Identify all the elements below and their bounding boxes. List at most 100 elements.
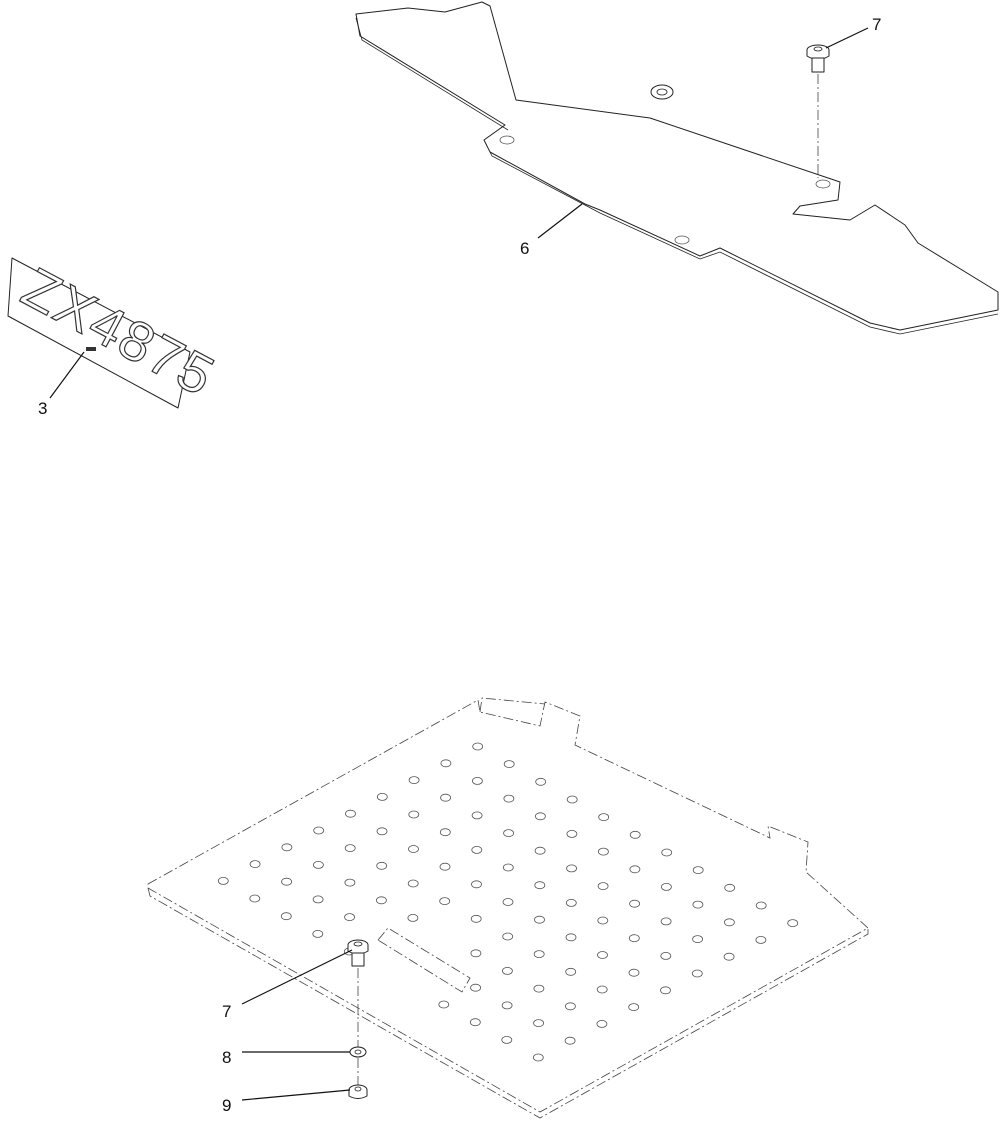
- floor-hole: [312, 895, 324, 904]
- floor-hole: [660, 986, 671, 995]
- callout-3: 3: [38, 399, 47, 418]
- leader-9: [241, 1089, 351, 1101]
- floor-hole: [470, 983, 482, 992]
- leader-3: [49, 351, 85, 399]
- floor-hole: [281, 877, 293, 886]
- floor-hole: [534, 881, 546, 890]
- floor-hole: [755, 901, 767, 910]
- floor-hole: [660, 952, 672, 960]
- floor-hole: [439, 897, 451, 905]
- floor-hole: [344, 913, 356, 921]
- floor-hole: [440, 793, 452, 802]
- floor-hole: [629, 865, 641, 874]
- floor-hole: [439, 862, 451, 871]
- callout-9: 9: [222, 1096, 231, 1115]
- floor-hole: [534, 915, 545, 924]
- floor-hole: [502, 898, 514, 906]
- grommet: [650, 84, 674, 100]
- floor-hole: [628, 1003, 640, 1011]
- leader-6: [537, 203, 583, 239]
- floor-hole: [565, 933, 577, 942]
- floor-hole: [533, 984, 545, 993]
- floor-hole: [503, 760, 515, 768]
- floor-hole: [470, 949, 482, 958]
- floor-hole: [471, 880, 482, 889]
- floor-hole: [535, 777, 547, 786]
- floor-hole: [376, 861, 388, 870]
- floor-hole: [566, 864, 577, 873]
- floor-hole: [249, 860, 261, 868]
- floor-hole: [281, 843, 293, 852]
- floor-hole: [691, 969, 703, 978]
- floor-hole: [502, 863, 514, 872]
- floor-hole: [344, 878, 356, 887]
- floor-hole: [597, 882, 609, 890]
- floor-hole: [312, 930, 324, 938]
- floor-hole: [724, 918, 735, 927]
- decal-mark: [86, 347, 96, 351]
- floor-hole: [471, 811, 483, 820]
- callout-8: 8: [222, 1048, 231, 1067]
- floor-hole: [535, 812, 546, 821]
- washer: [349, 1046, 367, 1058]
- floor-hole: [344, 844, 356, 852]
- floor-hole: [532, 1053, 544, 1062]
- floor-hole: [407, 879, 419, 888]
- floor-hole: [534, 846, 546, 855]
- floor-hole: [564, 1036, 576, 1045]
- floor-hole: [566, 795, 578, 804]
- floor-hole: [628, 968, 640, 977]
- floor-hole: [440, 759, 452, 768]
- floor-hole: [469, 1018, 481, 1027]
- floor-hole: [313, 826, 325, 835]
- floor-hole: [629, 830, 641, 839]
- floor-hole: [503, 829, 515, 837]
- floor-hole: [597, 916, 609, 925]
- screw-lower: [347, 939, 369, 967]
- slot-hole: [815, 179, 831, 189]
- leader-7-lower: [241, 949, 353, 1005]
- floor-hole: [408, 776, 420, 784]
- floor-hole: [312, 861, 324, 869]
- floor-hole: [439, 828, 451, 837]
- floor-hole: [280, 912, 292, 921]
- floor-hole: [376, 793, 388, 801]
- floor-hole: [692, 935, 703, 943]
- floor-hole: [565, 899, 577, 907]
- floor-hole: [755, 936, 767, 944]
- floor-hole: [502, 932, 514, 941]
- floor-hole: [376, 827, 388, 836]
- floor-hole: [501, 1001, 513, 1010]
- floor-hole: [596, 1020, 608, 1028]
- callout-7-upper: 7: [872, 15, 881, 34]
- screw-upper: [806, 44, 830, 73]
- floor-hole: [503, 794, 515, 803]
- floor-hole: [628, 934, 640, 943]
- floor-hole: [471, 777, 483, 785]
- floor-hole: [470, 914, 482, 923]
- floor-hole: [472, 742, 484, 751]
- floor-hole: [661, 848, 673, 857]
- floor-hole: [375, 896, 387, 905]
- slot-cutout: [377, 927, 471, 993]
- nut: [348, 1084, 368, 1099]
- floor-hole: [471, 846, 483, 854]
- callout-6: 6: [520, 239, 529, 258]
- floor-hole: [787, 919, 799, 927]
- floor-hole: [501, 1036, 513, 1044]
- floor-hole: [598, 813, 610, 821]
- slot-hole: [674, 235, 690, 245]
- floor-hole: [533, 1019, 544, 1027]
- floor-hole: [660, 917, 672, 926]
- floor-hole: [408, 810, 420, 819]
- top-plate: [355, 1, 999, 335]
- floor-hole: [407, 914, 419, 922]
- floor-hole: [565, 967, 577, 976]
- floor-plate: [147, 697, 869, 1119]
- decal-plate: ZX4875: [7, 254, 226, 409]
- floor-hole: [217, 877, 229, 885]
- floor-hole-grid: [217, 742, 799, 1062]
- floor-hole: [408, 845, 419, 853]
- floor-hole: [723, 952, 735, 961]
